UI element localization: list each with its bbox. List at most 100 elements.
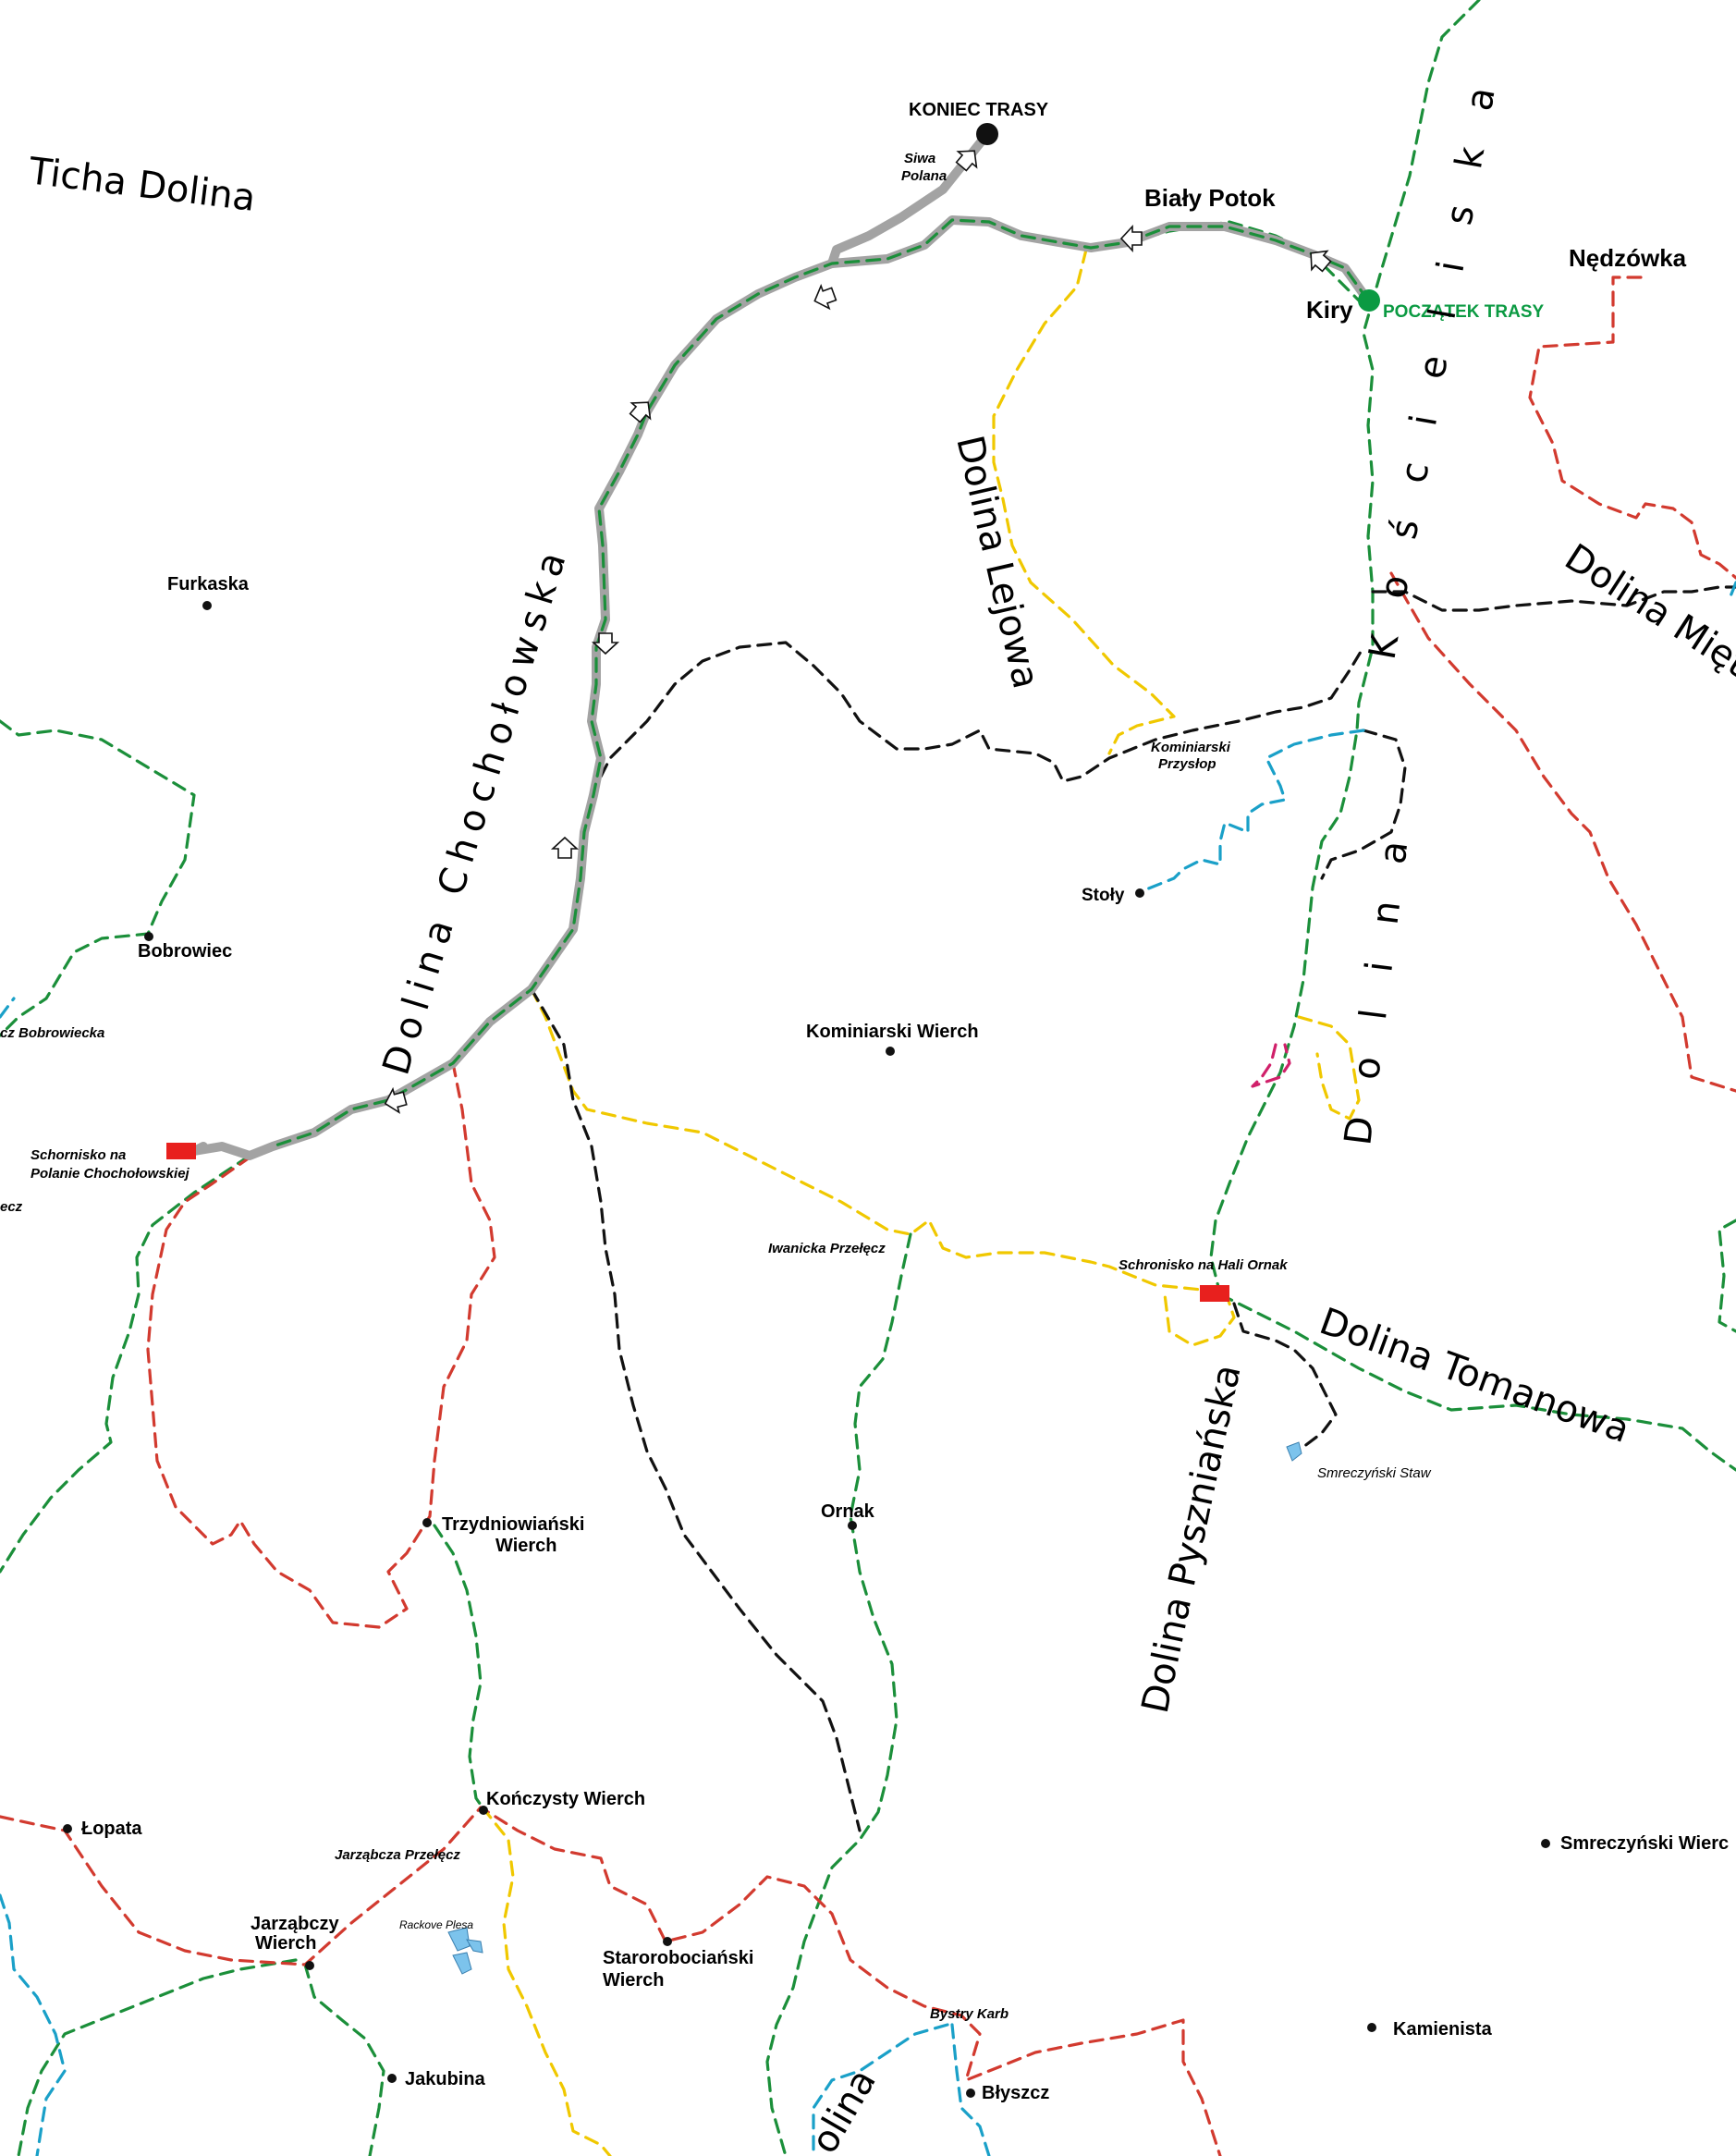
summit-dot-icon bbox=[305, 1961, 314, 1970]
shelter-icon bbox=[1200, 1285, 1229, 1302]
route-arrow-icon bbox=[384, 1086, 408, 1114]
lake-icon bbox=[447, 1927, 471, 1952]
yellow-trail-lejowa bbox=[992, 248, 1176, 755]
lake-icon bbox=[1286, 1441, 1302, 1462]
valley-label-koscieliska-bottom: D o l i n a bbox=[1337, 826, 1418, 1147]
green-trail-bottom-left bbox=[17, 1958, 298, 2156]
place-starorobocianski-2: Wierch bbox=[603, 1970, 665, 1991]
summit-dot-icon bbox=[63, 1824, 72, 1833]
place-furkaska: Furkaska bbox=[167, 574, 250, 594]
place-smreczynski-wierch: Smreczyński Wierc bbox=[1560, 1833, 1729, 1854]
route-arrow-icon bbox=[813, 284, 837, 311]
place-starorobocianski-1: Starorobociański bbox=[603, 1948, 753, 1968]
blue-trail-mietusia-edge bbox=[1727, 581, 1736, 603]
hiking-route bbox=[189, 129, 1373, 1160]
summit-dot-icon bbox=[886, 1047, 895, 1056]
black-trail-kominiarski bbox=[590, 641, 1365, 797]
place-smreczynski-staw: Smreczyński Staw bbox=[1317, 1465, 1432, 1481]
end-label: KONIEC TRASY bbox=[909, 100, 1049, 120]
summit-dot-icon bbox=[1367, 2023, 1376, 2032]
start-marker-icon bbox=[1358, 289, 1380, 312]
summit-dot-icon bbox=[848, 1521, 857, 1530]
place-siwa-2: Polana bbox=[901, 168, 947, 184]
pink-trail bbox=[1251, 1043, 1291, 1088]
place-stoly: Stoły bbox=[1082, 886, 1125, 905]
valley-label-mietusia: Dolina Miętu bbox=[1558, 536, 1736, 698]
place-ornak: Ornak bbox=[821, 1501, 875, 1522]
valley-label-pyszniaska: Dolina Pyszniańska bbox=[1134, 1361, 1250, 1717]
lake-icon bbox=[452, 1952, 472, 1975]
place-siwa-1: Siwa bbox=[904, 151, 935, 166]
valley-label-tomanowa: Dolina Tomanowa bbox=[1314, 1300, 1635, 1452]
green-trail-chocholowska bbox=[0, 218, 1365, 1574]
place-schronisko-ornak: Schronisko na Hali Ornak bbox=[1119, 1257, 1288, 1273]
place-jakubina: Jakubina bbox=[405, 2069, 486, 2089]
place-trzydniowianski-2: Wierch bbox=[495, 1536, 557, 1556]
summit-dot-icon bbox=[1541, 1839, 1550, 1848]
blue-trail-left-edge bbox=[0, 997, 16, 1019]
place-lopata: Łopata bbox=[81, 1819, 142, 1839]
place-bialy-potok: Biały Potok bbox=[1144, 184, 1276, 212]
yellow-trail-koscieliska-loop bbox=[1297, 1015, 1361, 1121]
black-trail-kominiarski-south bbox=[530, 987, 862, 1832]
route-arrow-icon bbox=[550, 836, 580, 859]
green-trail-tomanowa bbox=[1218, 1292, 1736, 1472]
summit-dots bbox=[63, 601, 1550, 2098]
route-arrow-icon bbox=[1119, 224, 1143, 253]
green-trail-jakubina bbox=[303, 1963, 385, 2156]
place-kiry: Kiry bbox=[1306, 296, 1353, 324]
summit-dot-icon bbox=[479, 1806, 488, 1815]
valley-label-bottom-partial: olina bbox=[803, 2062, 885, 2156]
place-przelecz-bobrowiecka: cz Bobrowiecka bbox=[0, 1025, 104, 1041]
end-marker-icon bbox=[976, 123, 998, 145]
blue-trail-bottom-left bbox=[0, 1893, 67, 2156]
place-schornisko-2: Polanie Chochołowskiej bbox=[31, 1166, 190, 1182]
start-label: POCZĄTEK TRASY bbox=[1383, 302, 1545, 322]
place-kominiarski-przyslop-2: Przysłop bbox=[1158, 756, 1216, 772]
place-kamienista: Kamienista bbox=[1393, 2019, 1493, 2040]
route-arrows bbox=[384, 150, 1332, 1114]
place-iwanicka: Iwanicka Przełęcz bbox=[768, 1241, 886, 1256]
green-trail-right-edge bbox=[1718, 1219, 1736, 1333]
place-trzydniowianski-1: Trzydniowiański bbox=[442, 1514, 584, 1535]
route-arrow-icon bbox=[955, 150, 978, 172]
route-green-overlay bbox=[271, 218, 1370, 1148]
summit-dot-icon bbox=[144, 932, 153, 941]
green-trail-koscieliska bbox=[1209, 0, 1481, 1296]
green-trail-bobrowiec bbox=[0, 719, 196, 1037]
blue-trail-bystry bbox=[812, 2023, 949, 2156]
place-bystry-karb: Bystry Karb bbox=[930, 2006, 1009, 2022]
green-trail-ornak bbox=[765, 1232, 912, 2156]
route-arrow-icon bbox=[591, 632, 620, 655]
valley-label-chocholowska: Dolina Chochołowska bbox=[375, 540, 578, 1080]
lake-icon bbox=[466, 1939, 483, 1954]
place-kominiarski-wierch: Kominiarski Wierch bbox=[806, 1022, 979, 1042]
place-jarzabczy-2: Wierch bbox=[255, 1933, 317, 1954]
place-nedzowka: Nędzówka bbox=[1569, 244, 1687, 272]
blue-trail-blyszcz bbox=[950, 2023, 991, 2156]
route-arrow-icon bbox=[629, 401, 652, 423]
black-trail-mietusia bbox=[1371, 585, 1736, 612]
place-ecz: ecz bbox=[0, 1199, 23, 1215]
summit-dot-icon bbox=[422, 1518, 432, 1527]
shelter-icon bbox=[166, 1143, 196, 1159]
place-schornisko-1: Schornisko na bbox=[31, 1147, 126, 1163]
place-jarzabcza-przelecz: Jarząbcza Przełęcz bbox=[335, 1847, 460, 1863]
summit-dot-icon bbox=[387, 2074, 397, 2083]
summit-dot-icon bbox=[663, 1937, 672, 1946]
place-bobrowiec: Bobrowiec bbox=[138, 941, 232, 962]
summit-dot-icon bbox=[202, 601, 212, 610]
yellow-trail-konczysty-south bbox=[481, 1806, 612, 2156]
valley-label-koscieliska-top: K o ś c i e l i s k a bbox=[1362, 71, 1507, 662]
place-kominiarski-przyslop-1: Kominiarski bbox=[1151, 740, 1231, 755]
blue-trail-stoly bbox=[1137, 729, 1365, 894]
valley-label-ticha: Ticha Dolina bbox=[26, 150, 258, 220]
valley-label-lejowa: Dolina Lejowa bbox=[947, 432, 1047, 692]
red-trail-trzydniowianski bbox=[146, 1061, 496, 1629]
red-trail-koscieliska-east bbox=[1389, 571, 1736, 1093]
place-jarzabczy-1: Jarząbczy bbox=[251, 1914, 339, 1934]
place-rackowe-plesa: Rackove Plesa bbox=[399, 1918, 473, 1931]
route-line bbox=[189, 215, 1373, 1160]
